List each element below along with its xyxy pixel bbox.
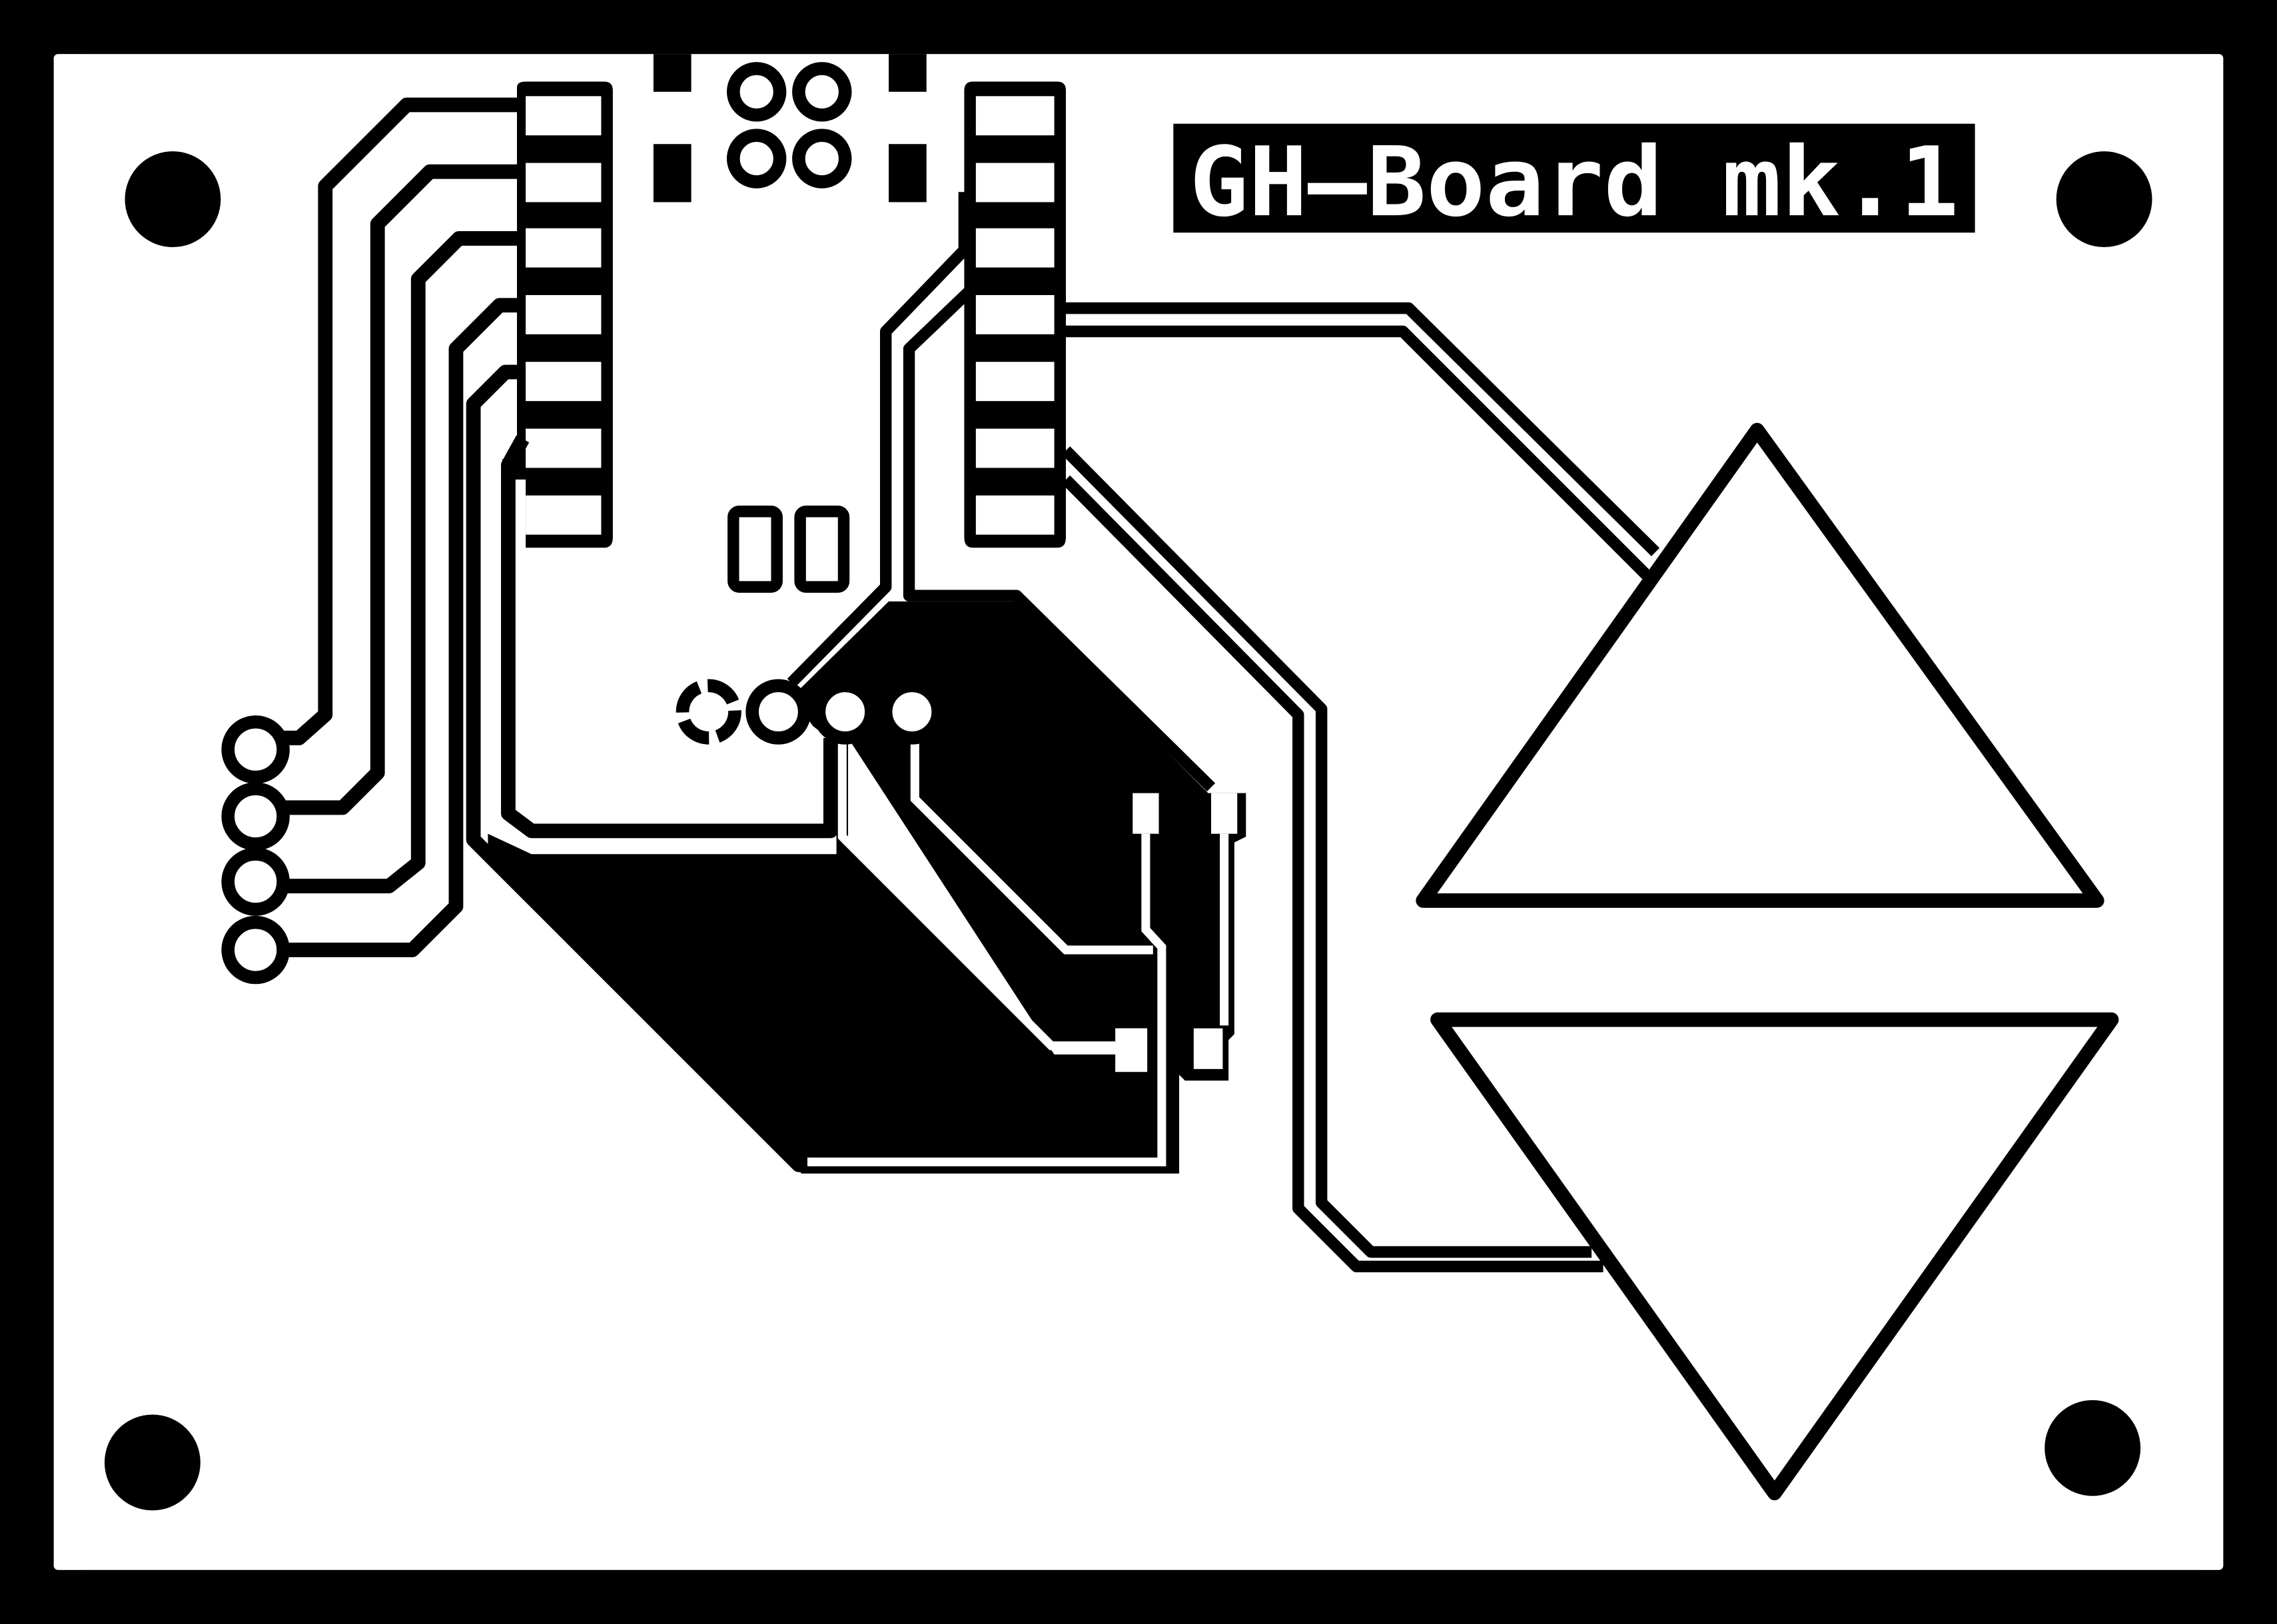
via-row: [676, 679, 945, 745]
right-traces: [787, 192, 1660, 1273]
triangle-pads: [1416, 422, 2119, 1501]
mounting-hole-icon: [104, 1414, 201, 1511]
up-arrow-icon: [1416, 422, 2104, 908]
small-pads: [727, 506, 850, 593]
left-header: [502, 81, 613, 548]
mounting-hole-icon: [125, 151, 221, 248]
mounting-hole-icon: [2045, 1400, 2141, 1496]
edge-pads: [221, 715, 290, 985]
mounting-holes: [104, 151, 2152, 1511]
ground-pour: [488, 601, 1246, 1174]
board-title: GH–Board mk.1: [1189, 126, 1959, 238]
mounting-hole-icon: [2056, 151, 2152, 248]
down-arrow-icon: [1430, 1012, 2119, 1501]
title-plate: GH–Board mk.1: [1173, 123, 1975, 238]
right-header: [964, 81, 1067, 548]
usb-connector: [653, 54, 927, 203]
